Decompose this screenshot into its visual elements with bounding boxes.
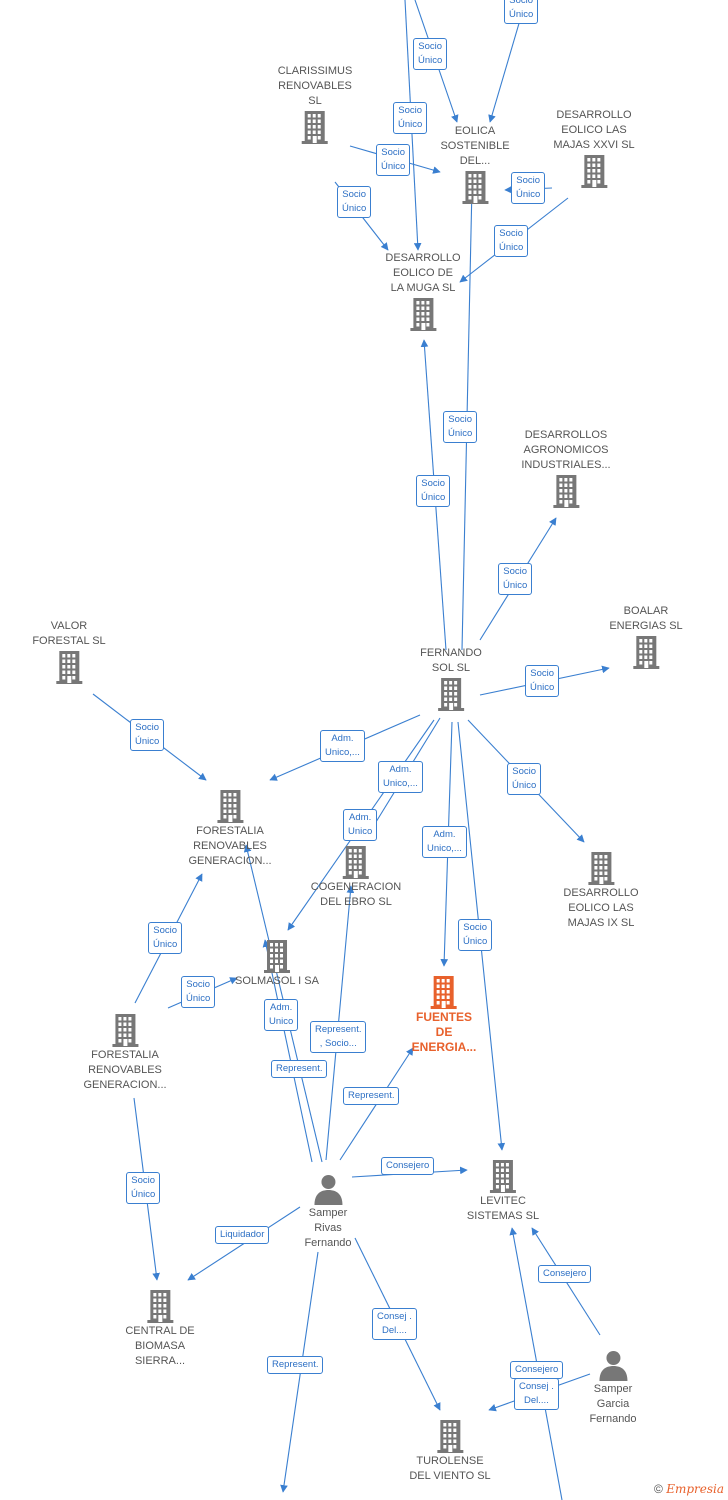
relation-badge[interactable]: Socio Único: [413, 38, 448, 70]
building-icon: [217, 790, 243, 823]
building-icon: [587, 852, 614, 885]
relation-badge[interactable]: Socio Único: [393, 102, 428, 134]
relation-badge[interactable]: Represent.: [267, 1356, 324, 1374]
building-icon: [489, 1160, 516, 1193]
relation-badge[interactable]: Socio Único: [498, 563, 533, 595]
relation-badge[interactable]: Adm. Unico,...: [422, 826, 467, 858]
person-label: Samper Rivas Fernando: [304, 1207, 352, 1249]
building-icon: [581, 155, 607, 188]
person-samper-garcia[interactable]: Samper Garcia Fernando: [589, 1348, 637, 1427]
company-label: FORESTALIA RENOVABLES GENERACION...: [83, 1049, 167, 1091]
person-icon: [314, 1175, 342, 1205]
brand-logo: Empresia: [666, 1482, 724, 1496]
company-label: DESARROLLO EOLICO LAS MAJAS XXVI SL: [553, 109, 635, 151]
relation-badge[interactable]: Socio Único: [507, 763, 542, 795]
building-icon: [409, 298, 436, 331]
relation-badge[interactable]: Consejero: [510, 1361, 564, 1379]
relation-badge[interactable]: Socio Único: [376, 144, 411, 176]
company-majas-ix[interactable]: DESARROLLO EOLICO LAS MAJAS IX SL: [563, 850, 639, 931]
relation-edge: [262, 939, 313, 1163]
footer-brand: © Empresia: [654, 1482, 724, 1496]
company-la-muga[interactable]: DESARROLLO EOLICO DE LA MUGA SL: [385, 251, 461, 332]
company-label: CENTRAL DE BIOMASA SIERRA...: [125, 1325, 195, 1367]
relation-badge[interactable]: Adm. Unico,...: [378, 761, 423, 793]
relation-badge[interactable]: Socio Único: [130, 719, 165, 751]
building-icon: [343, 846, 369, 879]
building-icon: [147, 1290, 173, 1323]
company-cogeneracion[interactable]: COGENERACION DEL EBRO SL: [311, 844, 401, 910]
relation-badge[interactable]: Represent.: [343, 1087, 400, 1105]
relation-badge[interactable]: Consejero: [538, 1265, 592, 1283]
relation-badge[interactable]: Socio Único: [458, 919, 493, 951]
relation-badge[interactable]: Adm. Unico: [343, 809, 378, 841]
building-icon: [55, 651, 82, 684]
relation-badge[interactable]: Represent. , Socio...: [310, 1021, 367, 1053]
company-label: FUENTES DE ENERGIA...: [411, 1010, 477, 1054]
building-icon: [437, 1420, 463, 1453]
copyright-symbol: ©: [654, 1482, 663, 1496]
company-forestalia-2[interactable]: FORESTALIA RENOVABLES GENERACION...: [83, 1012, 167, 1093]
company-valor-forestal[interactable]: VALOR FORESTAL SL: [32, 619, 106, 685]
building-icon: [264, 940, 290, 973]
relation-badge[interactable]: Liquidador: [215, 1226, 270, 1244]
company-label: LEVITEC SISTEMAS SL: [466, 1195, 540, 1222]
building-icon: [301, 111, 328, 144]
company-forestalia-1[interactable]: FORESTALIA RENOVABLES GENERACION...: [188, 788, 272, 869]
building-icon: [461, 171, 488, 204]
company-agronomicos[interactable]: DESARROLLOS AGRONOMICOS INDUSTRIALES...: [521, 428, 611, 509]
company-label: DESARROLLO EOLICO DE LA MUGA SL: [385, 252, 461, 294]
company-turolense[interactable]: TUROLENSE DEL VIENTO SL: [409, 1418, 491, 1484]
relation-badge[interactable]: Socio Único: [148, 922, 183, 954]
building-icon: [632, 636, 659, 669]
company-label: BOALAR ENERGIAS SL: [609, 605, 683, 632]
company-label: EOLICA SOSTENIBLE DEL...: [440, 125, 510, 167]
relation-badge[interactable]: Represent.: [271, 1060, 328, 1078]
company-label: VALOR FORESTAL SL: [32, 620, 106, 647]
relation-badge[interactable]: Socio Único: [443, 411, 478, 443]
company-label: TUROLENSE DEL VIENTO SL: [409, 1455, 491, 1482]
company-fernando-sol[interactable]: FERNANDO SOL SL: [420, 646, 482, 712]
company-label: COGENERACION DEL EBRO SL: [310, 881, 402, 908]
company-label: DESARROLLO EOLICO LAS MAJAS IX SL: [563, 887, 639, 929]
relation-badge[interactable]: Socio Único: [504, 0, 539, 24]
relation-badge[interactable]: Socio Único: [337, 186, 372, 218]
company-label: DESARROLLOS AGRONOMICOS INDUSTRIALES...: [521, 429, 611, 471]
relation-badge[interactable]: Adm. Unico,...: [320, 730, 365, 762]
relation-badge[interactable]: Socio Único: [181, 976, 216, 1008]
building-icon: [553, 475, 579, 508]
company-label: CLARISSIMUS RENOVABLES SL: [277, 65, 353, 107]
relation-badge[interactable]: Consejero: [381, 1157, 435, 1175]
relation-badge[interactable]: Consej . Del....: [514, 1378, 559, 1410]
relation-edge: [488, 19, 521, 123]
company-eolica-sostenible[interactable]: EOLICA SOSTENIBLE DEL...: [440, 124, 510, 205]
company-label: FORESTALIA RENOVABLES GENERACION...: [188, 825, 272, 867]
relation-badge[interactable]: Socio Único: [126, 1172, 161, 1204]
company-label: FERNANDO SOL SL: [420, 647, 482, 674]
building-icon: [437, 678, 464, 711]
relation-badge[interactable]: Socio Único: [416, 475, 451, 507]
relation-badge[interactable]: Consej . Del....: [372, 1308, 417, 1340]
person-label: Samper Garcia Fernando: [589, 1383, 637, 1425]
company-solmasol[interactable]: SOLMASOL I SA: [235, 938, 319, 989]
company-levitec[interactable]: LEVITEC SISTEMAS SL: [467, 1158, 539, 1224]
company-clarissimus[interactable]: CLARISSIMUS RENOVABLES SL: [277, 64, 353, 145]
building-icon: [431, 976, 457, 1009]
person-samper-rivas[interactable]: Samper Rivas Fernando: [304, 1172, 352, 1251]
relation-badge[interactable]: Socio Único: [511, 172, 546, 204]
relation-badge[interactable]: Adm. Unico: [264, 999, 299, 1031]
building-icon: [112, 1014, 138, 1047]
relation-badge[interactable]: Socio Único: [494, 225, 529, 257]
company-central-biomasa[interactable]: CENTRAL DE BIOMASA SIERRA...: [125, 1288, 195, 1369]
relation-badge[interactable]: Socio Único: [525, 665, 560, 697]
company-majas-xxvi[interactable]: DESARROLLO EOLICO LAS MAJAS XXVI SL: [553, 108, 635, 189]
company-boalar[interactable]: BOALAR ENERGIAS SL: [609, 604, 683, 670]
person-icon: [599, 1351, 627, 1381]
company-label: SOLMASOL I SA: [235, 975, 319, 987]
company-fuentes-de-energia[interactable]: FUENTES DE ENERGIA...: [411, 974, 477, 1055]
